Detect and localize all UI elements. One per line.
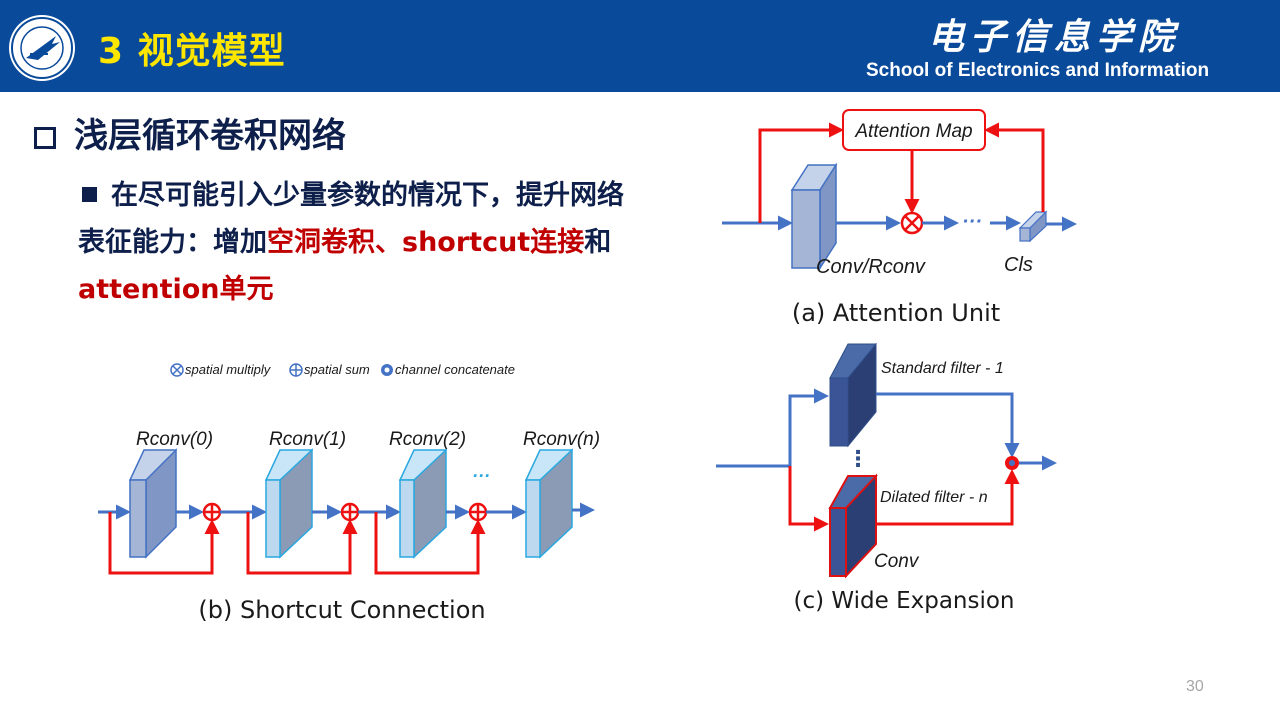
dilated-filter-label: Dilated filter - n xyxy=(880,489,988,506)
conv-label-c: Conv xyxy=(874,551,920,572)
bullet-paragraph: 在尽可能引入少量参数的情况下，提升网络表征能力：增加空洞卷积、shortcut连… xyxy=(78,172,648,313)
standard-branch-path xyxy=(788,388,829,466)
dilated-filter-block xyxy=(828,473,878,579)
slide-title: 3 视觉模型 xyxy=(98,31,286,72)
legend-concat-icon xyxy=(381,364,393,376)
ellipsis-a: ··· xyxy=(962,211,982,233)
section-title: 浅层循环卷积网络 xyxy=(34,108,346,157)
legend-multiply-icon xyxy=(170,363,184,377)
standard-output-path xyxy=(876,392,1020,458)
standard-filter-block xyxy=(829,342,877,448)
school-name-en: School of Electronics and Information xyxy=(866,60,1210,81)
rconv-block-n xyxy=(524,448,574,559)
diagram-wide-expansion: ⋮ Standard filter - 1 Dilated filter - n… xyxy=(716,342,1057,614)
page-number: 30 xyxy=(1186,678,1204,695)
rconv-block-0 xyxy=(128,448,178,559)
spatial-sum-icon-2 xyxy=(468,502,488,522)
shortcut-path-0 xyxy=(108,512,220,575)
rconv-block-2 xyxy=(398,448,448,559)
bullet-highlight-1: 空洞卷积、shortcut连接 xyxy=(267,227,585,258)
caption-a: (a) Attention Unit xyxy=(792,299,1000,327)
legend: spatial multiply spatial sum channel con… xyxy=(170,362,515,377)
attention-input-path xyxy=(758,122,844,223)
bullet-highlight-2: attention单元 xyxy=(78,274,274,305)
cls-block xyxy=(1018,210,1048,243)
dilated-output-path xyxy=(876,469,1020,526)
attention-map-label: Attention Map xyxy=(854,121,972,142)
dilated-branch-path xyxy=(788,466,829,532)
caption-b: (b) Shortcut Connection xyxy=(198,596,485,624)
standard-filter-label: Standard filter - 1 xyxy=(881,360,1004,377)
diagram-attention-unit: ··· Attention Map Conv/Rconv Cls (a) Att… xyxy=(722,109,1077,327)
rconv-label-2: Rconv(2) xyxy=(389,429,466,450)
legend-sum-icon xyxy=(289,363,303,377)
filled-square-bullet-icon xyxy=(82,187,97,202)
ellipsis-b: ··· xyxy=(472,466,490,486)
spatial-sum-icon-0 xyxy=(202,502,222,522)
legend-multiply-label: spatial multiply xyxy=(185,362,272,377)
spatial-multiply-icon xyxy=(900,211,924,235)
cls-label: Cls xyxy=(1004,254,1033,276)
bullet-text-and: 和 xyxy=(584,227,612,258)
section-title-text: 浅层循环卷积网络 xyxy=(74,116,346,156)
caption-c: (c) Wide Expansion xyxy=(793,588,1014,614)
shortcut-path-1 xyxy=(246,512,358,575)
conv-block xyxy=(790,162,838,271)
bullet-text: 在尽可能引入少量参数的情况下，提升网络表征能力：增加 xyxy=(78,180,624,258)
legend-concat-label: channel concatenate xyxy=(395,362,515,377)
rconv-label-n: Rconv(n) xyxy=(523,429,600,450)
school-name-cn: 电子信息学院 xyxy=(928,16,1181,58)
rconv-label-0: Rconv(0) xyxy=(136,429,213,450)
shortcut-path-2 xyxy=(374,512,486,575)
university-logo-icon xyxy=(9,15,75,81)
cls-feedback-path xyxy=(984,122,1045,212)
rconv-label-1: Rconv(1) xyxy=(269,429,346,450)
conv-rconv-label: Conv/Rconv xyxy=(816,256,926,278)
legend-sum-label: spatial sum xyxy=(304,362,370,377)
ellipsis-c: ⋮ xyxy=(847,447,869,472)
hollow-square-bullet-icon xyxy=(34,127,56,149)
header-bar: 3 视觉模型 电子信息学院 School of Electronics and … xyxy=(0,0,1280,92)
rconv-block-1 xyxy=(264,448,314,559)
channel-concat-icon xyxy=(1005,456,1019,470)
diagram-shortcut-connection: spatial multiply spatial sum channel con… xyxy=(98,362,600,624)
spatial-sum-icon-1 xyxy=(340,502,360,522)
